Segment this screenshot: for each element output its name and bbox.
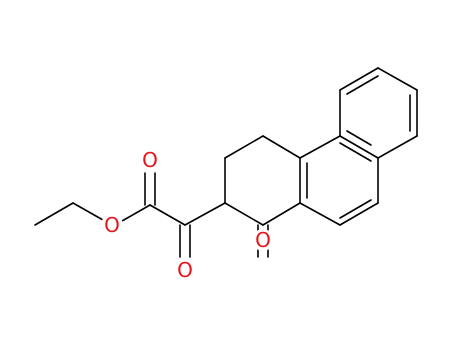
bond-ch2-o-ester — [72, 202, 104, 221]
atom-label-o-ester-carbonyl: O — [139, 148, 161, 172]
bond-c5-c6 — [339, 67, 379, 91]
ethyl-group — [34, 202, 104, 226]
bond-c4a-c4b — [299, 135, 341, 159]
bond-c9-c10 — [339, 202, 379, 226]
bond-o-ester-c — [121, 204, 151, 222]
bond-c1-c2 — [224, 202, 264, 226]
bond-keto-c-ring-c2 — [184, 202, 226, 226]
bond-c4b-c8a-top-inner — [346, 130, 372, 146]
bond-ester-c-keto-c — [149, 204, 186, 226]
bond-c8-c8a — [377, 135, 418, 159]
atom-label-o-ring-ketone: O — [252, 228, 274, 252]
bond-c4-c4a — [262, 135, 301, 159]
bond-c10a-c1 — [262, 202, 301, 226]
ester-group — [121, 172, 186, 226]
bond-c6-c7 — [377, 67, 418, 91]
atom-label-o-ester: O — [101, 213, 123, 237]
bond-c3-c4 — [224, 135, 264, 159]
bond-ch3-ch2 — [34, 202, 74, 226]
bond-c5-c6-inner — [346, 75, 379, 95]
atom-o-carbonyl-ester-text: O — [142, 148, 158, 172]
keto-group — [179, 202, 226, 258]
middle-aromatic-ring — [299, 135, 379, 226]
bond-c9-c10-inner — [339, 199, 372, 219]
atom-o-keto-text: O — [177, 258, 193, 282]
bond-c10-c10a — [299, 202, 341, 226]
top-benzene-ring — [339, 67, 418, 159]
bond-c4b-c8a-inner — [339, 142, 372, 162]
atom-o-ring-ketone-text: O — [255, 228, 271, 252]
atom-o-ester-text: O — [104, 213, 120, 237]
atom-label-o-keto: O — [174, 258, 196, 282]
bond-c4b-c8a — [339, 135, 379, 159]
